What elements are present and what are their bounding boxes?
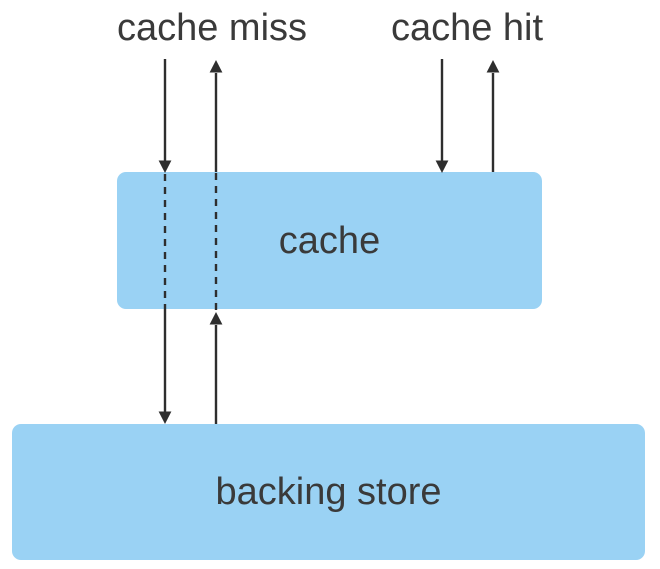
cache-miss-down-arrow: [158, 59, 172, 424]
cache-box-label: cache: [278, 219, 381, 262]
arrowhead-down-icon: [158, 411, 172, 424]
cache-box: cache: [117, 172, 542, 309]
cache-hit-up-arrow: [486, 60, 500, 172]
backing-store-box: backing store: [12, 424, 645, 560]
backing-store-box-label: backing store: [215, 471, 442, 513]
cache-hit-down-arrow: [435, 59, 449, 173]
arrowhead-down-icon: [158, 160, 172, 173]
arrowhead-up-icon: [486, 60, 500, 73]
cache-miss-label: cache miss: [116, 7, 308, 49]
cache-hit-label: cache hit: [390, 7, 544, 49]
cache-miss-up-arrow: [209, 60, 223, 424]
arrowhead-up-icon: [209, 60, 223, 73]
arrowhead-down-icon: [435, 160, 449, 173]
arrowhead-up-icon: [209, 312, 223, 325]
